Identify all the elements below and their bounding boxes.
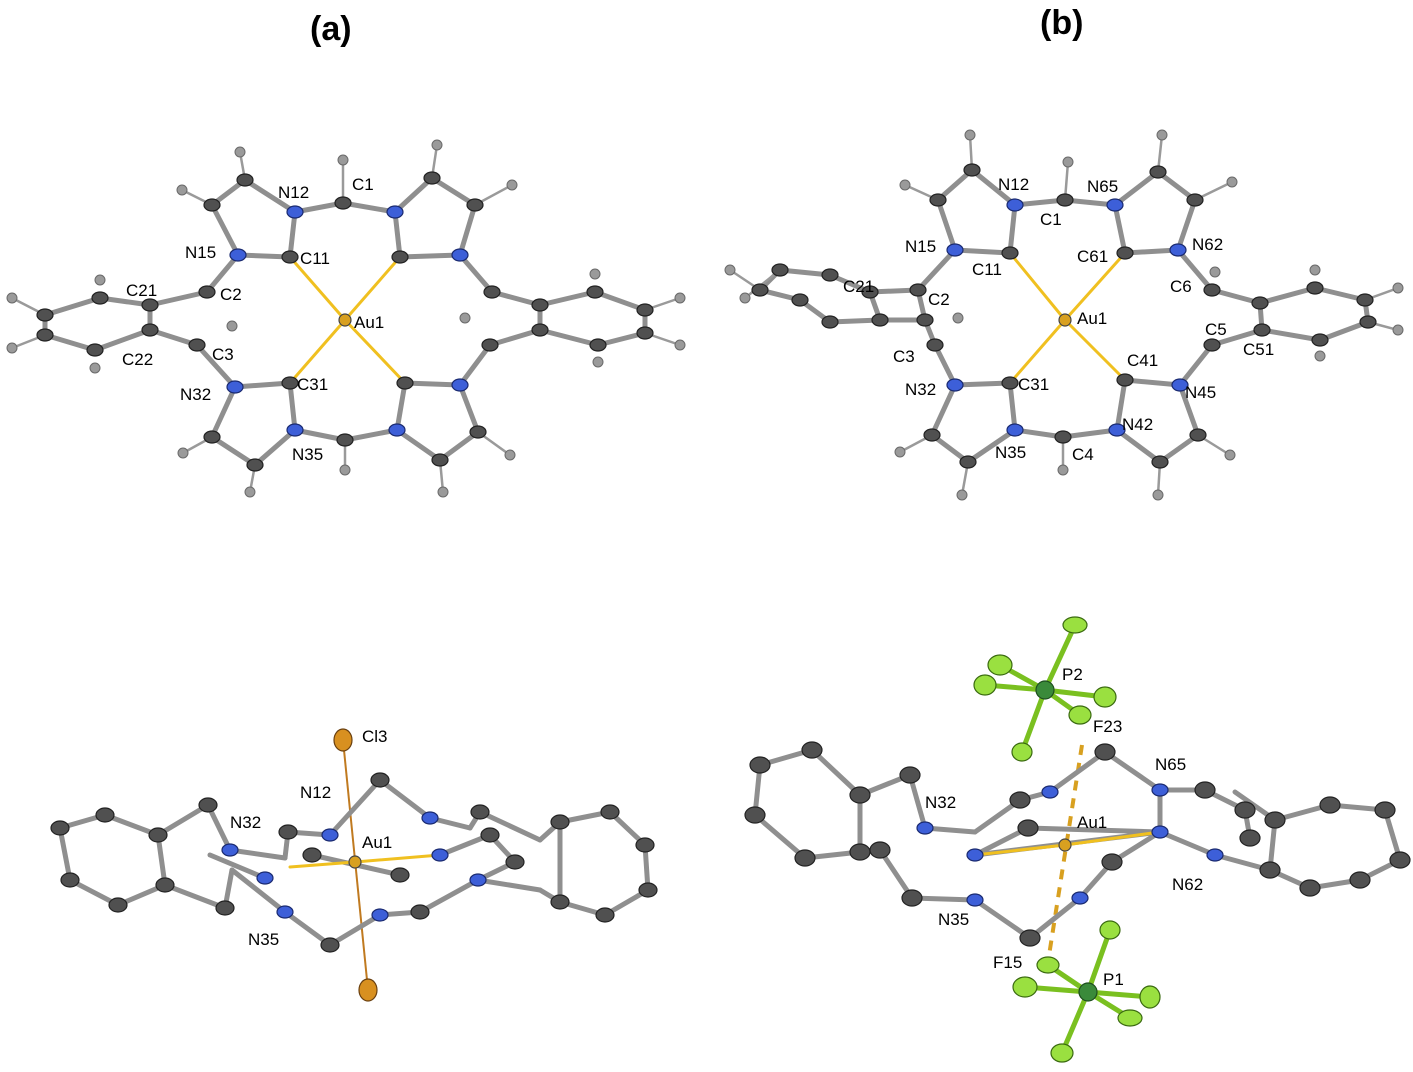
- label-a-c1: C1: [352, 175, 374, 194]
- label-b-n12: N12: [998, 175, 1029, 194]
- label-b-n35: N35: [995, 443, 1026, 462]
- label-b-n32: N32: [905, 380, 936, 399]
- label-a-c21: C21: [126, 281, 157, 300]
- label-b2-n35: N35: [938, 910, 969, 929]
- label-a-au1: Au1: [354, 313, 384, 332]
- label-a-c11: C11: [300, 249, 330, 268]
- label-b-c5: C5: [1205, 320, 1227, 339]
- label-a-c2: C2: [220, 285, 242, 304]
- label-b2-f15: F15: [993, 953, 1022, 972]
- label-a2-n12: N12: [300, 783, 331, 802]
- label-b2-p2: P2: [1062, 665, 1083, 684]
- label-b-n42: N42: [1122, 415, 1153, 434]
- label-b2-n62: N62: [1172, 875, 1203, 894]
- label-a2-au1: Au1: [362, 833, 392, 852]
- label-b-c51: C51: [1243, 340, 1274, 359]
- label-b2-au1: Au1: [1077, 813, 1107, 832]
- label-b2-f23: F23: [1093, 717, 1122, 736]
- label-a-n12: N12: [278, 183, 309, 202]
- panel-a-bottom-molecule: Cl3 N12 N32 Au1 N35: [50, 727, 658, 1002]
- label-a2-n32: N32: [230, 813, 261, 832]
- label-b-c2: C2: [928, 290, 950, 309]
- panel-label-b: (b): [1040, 4, 1083, 42]
- label-b-c1: C1: [1040, 210, 1062, 229]
- panel-b-top-molecule: N12 N65 C1 N15 C11 C61 N62 C21 C2 Au1 C6…: [724, 129, 1404, 501]
- label-b-c3: C3: [893, 347, 915, 366]
- panel-b-bottom-molecule: P2 F23 N65 N32 Au1 N62 N35 F15 P1: [744, 616, 1411, 1063]
- label-b-n65: N65: [1087, 177, 1118, 196]
- label-b-c41: C41: [1127, 351, 1158, 370]
- label-b-n62: N62: [1192, 235, 1223, 254]
- panel-a-top-molecule: N12 C1 N15 C11 C21 C2 Au1 C22 C3 N32 C31…: [6, 139, 686, 498]
- label-b-n15: N15: [905, 237, 936, 256]
- label-a2-cl3: Cl3: [362, 727, 388, 746]
- label-b-c11: C11: [972, 260, 1002, 279]
- label-b2-p1: P1: [1103, 970, 1124, 989]
- label-b-c4: C4: [1072, 445, 1094, 464]
- label-b-c21: C21: [843, 277, 874, 296]
- label-b2-n65: N65: [1155, 755, 1186, 774]
- label-b-c61: C61: [1077, 247, 1108, 266]
- label-b-n45: N45: [1185, 383, 1216, 402]
- label-a-n35: N35: [292, 445, 323, 464]
- label-a-c3: C3: [212, 345, 234, 364]
- label-b-c6: C6: [1170, 277, 1192, 296]
- label-b2-n32: N32: [925, 793, 956, 812]
- label-a-c31: C31: [297, 375, 328, 394]
- label-a-n15: N15: [185, 243, 216, 262]
- label-a-n32: N32: [180, 385, 211, 404]
- label-a-c22: C22: [122, 350, 153, 369]
- label-a2-n35: N35: [248, 930, 279, 949]
- label-b-c31: C31: [1018, 375, 1049, 394]
- label-b-au1: Au1: [1077, 309, 1107, 328]
- panel-label-a: (a): [310, 10, 352, 48]
